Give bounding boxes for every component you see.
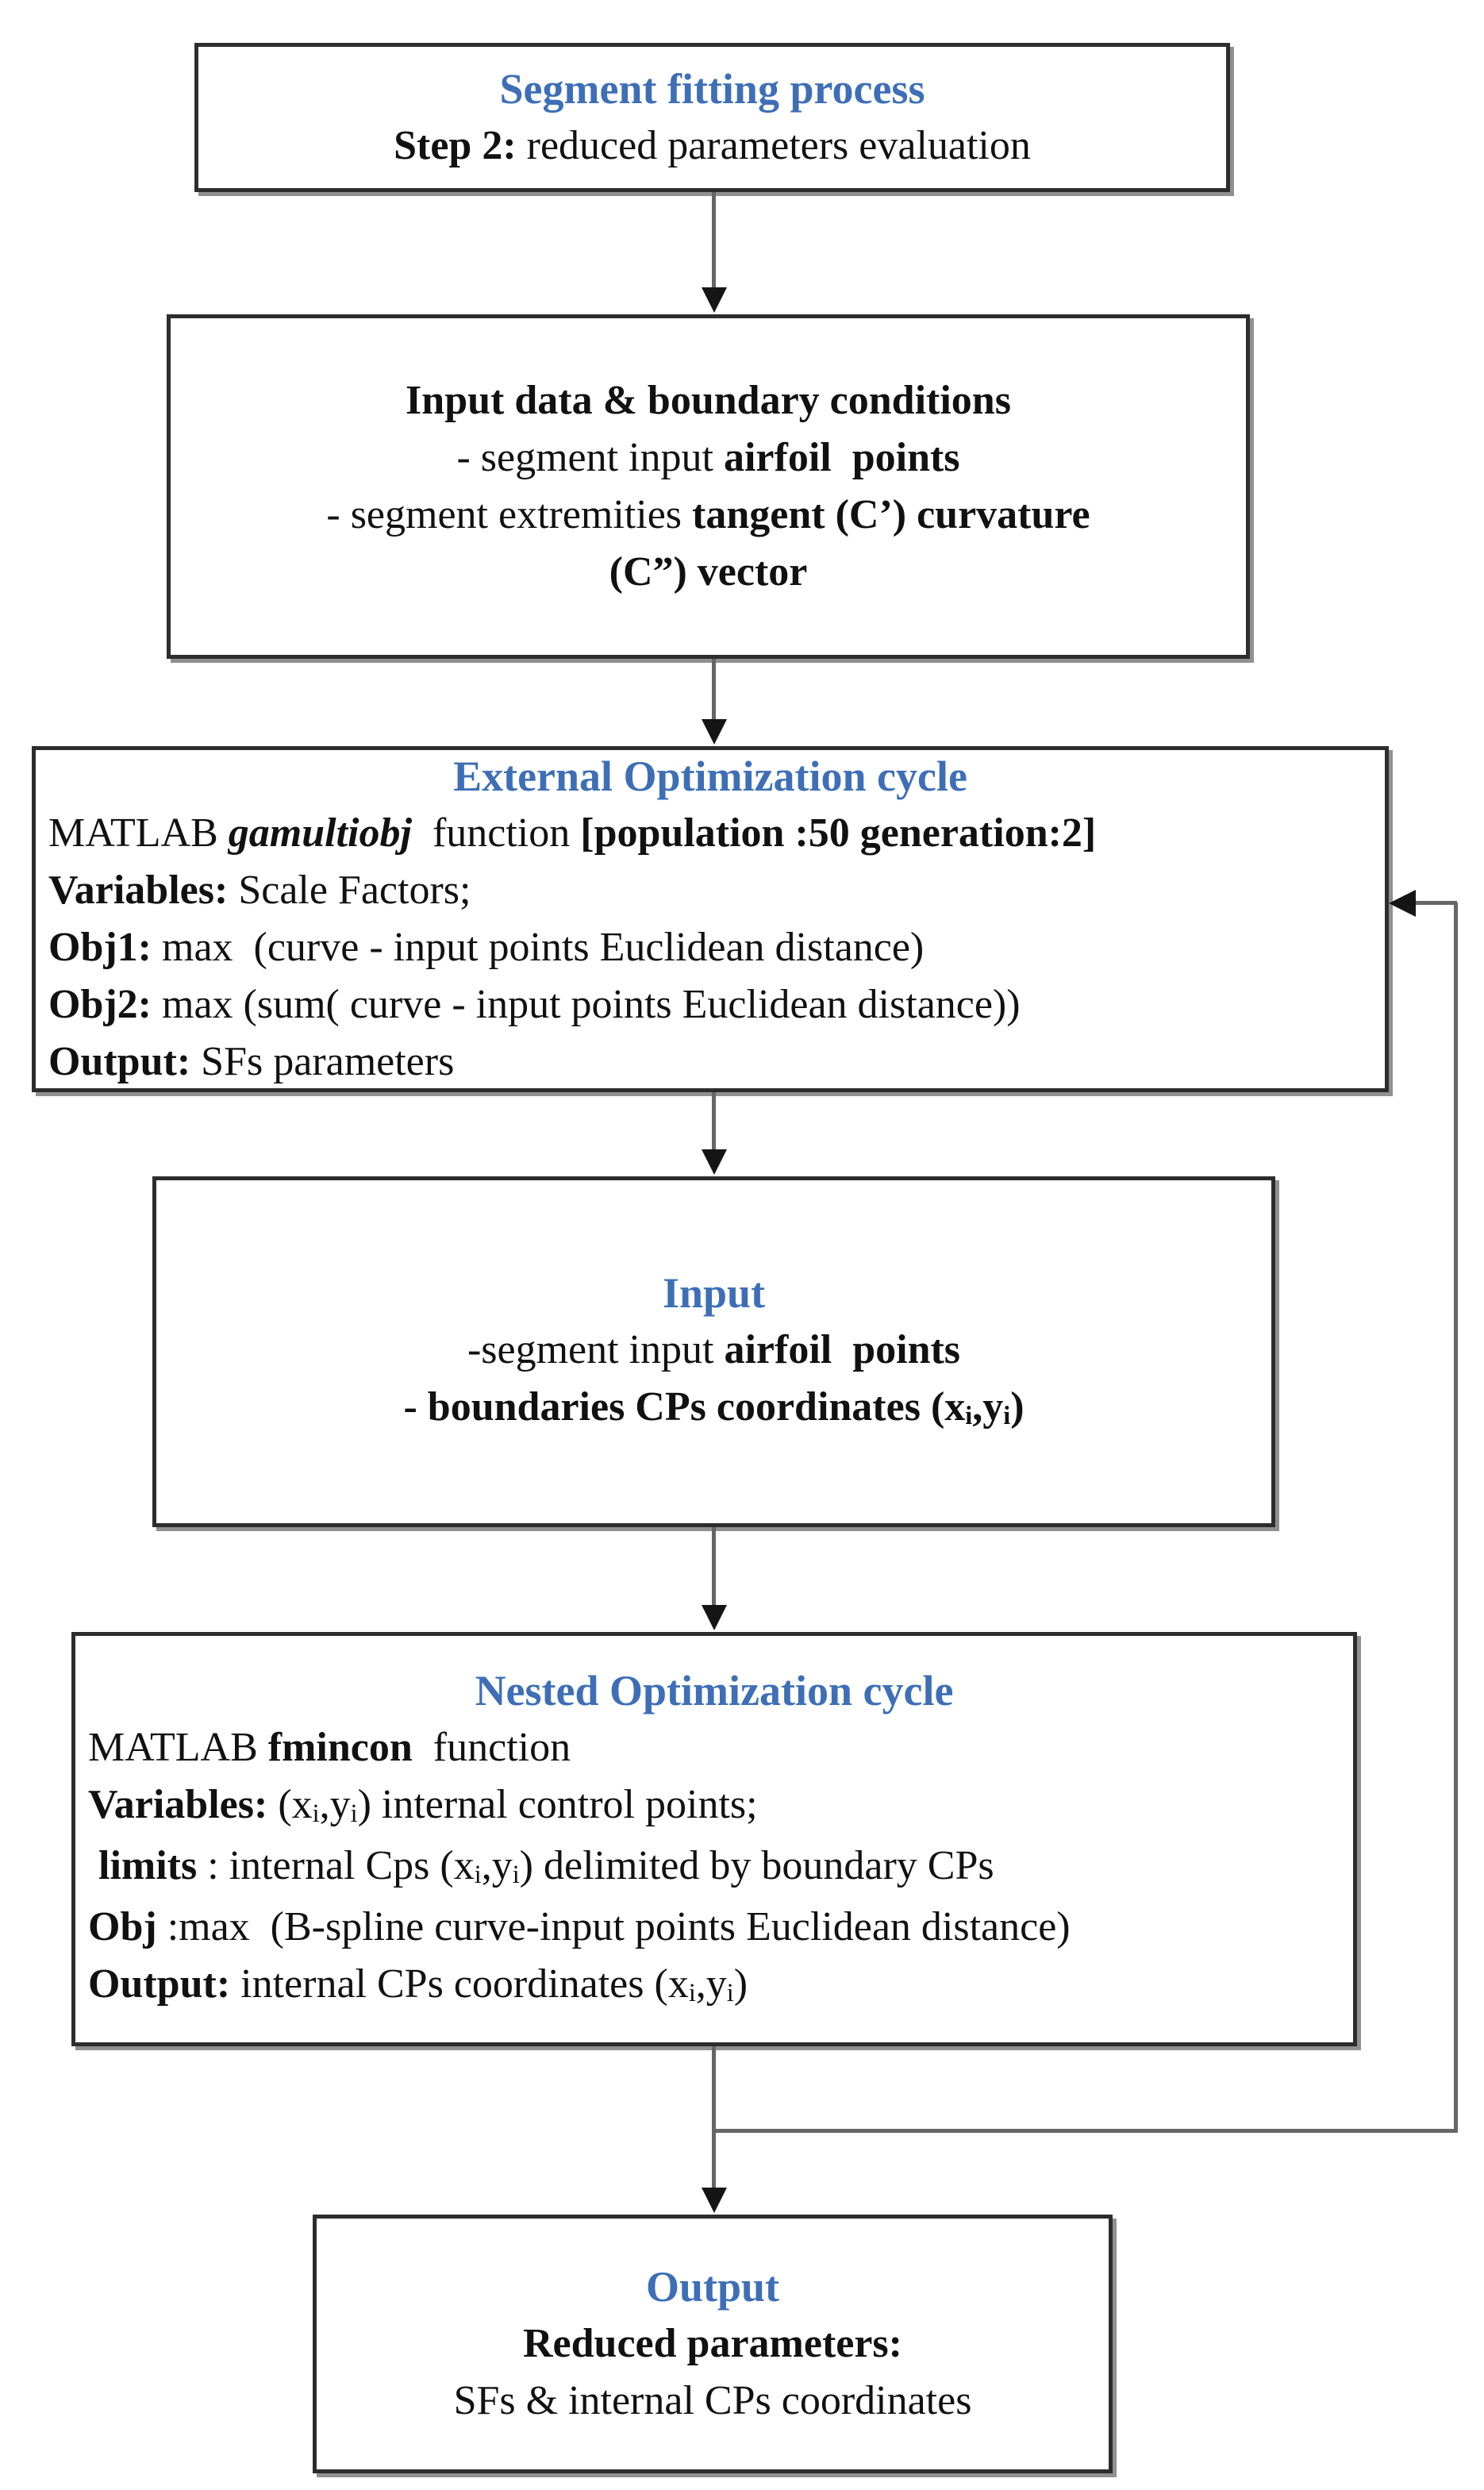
box-input-data-boundary-conditions: Input data & boundary conditions - segme… — [167, 314, 1250, 659]
box-external-cycle-line-4: Obj2: max (sum( curve - input points Euc… — [36, 976, 1385, 1033]
text-segment: ) delimited by boundary CPs — [519, 1842, 994, 1888]
text-segment: i — [350, 1799, 358, 1828]
box-segment-fitting-line-1: Step 2: reduced parameters evaluation — [198, 117, 1226, 175]
text-segment: MATLAB — [48, 810, 229, 856]
text-segment: i — [312, 1799, 320, 1828]
arrowhead-down-icon — [702, 287, 727, 313]
text-segment: ,y — [319, 1781, 351, 1827]
arrowhead-down-icon — [702, 719, 727, 745]
text-segment: SFs & internal CPs coordinates — [453, 2378, 972, 2423]
text-segment: Reduced parameters: — [523, 2321, 902, 2366]
text-segment: reduced parameters evaluation — [516, 123, 1031, 168]
box-inner-input: Input -segment input airfoil points - bo… — [152, 1176, 1275, 1527]
box-input-data-line-1: - segment input airfoil points — [171, 429, 1246, 487]
connector-input-to-nested — [712, 1527, 716, 1607]
box-segment-fitting-process: Segment fitting process Step 2: reduced … — [194, 43, 1230, 192]
box-output-line-2: SFs & internal CPs coordinates — [317, 2373, 1109, 2430]
text-segment: Variables: — [88, 1781, 268, 1827]
connector-inputdata-to-external — [712, 659, 716, 721]
text-segment: tangent (C’) curvature — [692, 492, 1090, 537]
text-segment: [population :50 generation:2] — [580, 810, 1097, 856]
text-segment: gamultiobj — [228, 810, 412, 856]
text-segment: Obj1: — [48, 925, 152, 970]
feedback-loop-top-line — [1416, 901, 1457, 905]
text-segment: max (curve - input points Euclidean dist… — [152, 925, 925, 970]
text-segment: Scale Factors; — [228, 868, 471, 913]
connector-external-to-input — [712, 1092, 716, 1151]
text-segment: -segment input — [467, 1326, 725, 1372]
box-inner-input-line-2: - boundaries CPs coordinates (xi,yi) — [156, 1379, 1271, 1440]
box-external-cycle-line-1: MATLAB gamultiobj function [population :… — [36, 805, 1385, 862]
text-segment: i — [474, 1860, 482, 1889]
connector-step-to-inputdata — [712, 192, 716, 289]
text-segment: (C”) vector — [609, 549, 808, 595]
box-external-cycle-line-3: Obj1: max (curve - input points Euclidea… — [36, 919, 1385, 976]
box-nested-cycle-title: Nested Optimization cycle — [475, 1666, 954, 1715]
text-segment: ,y — [481, 1842, 513, 1888]
box-external-cycle-line-2: Variables: Scale Factors; — [36, 862, 1385, 919]
text-segment: Output: — [88, 1961, 231, 2007]
box-external-cycle-title: External Optimization cycle — [453, 752, 967, 800]
feedback-loop-vertical-line — [1454, 902, 1458, 2133]
text-segment: Obj — [88, 1903, 157, 1949]
box-segment-fitting-title: Segment fitting process — [499, 65, 925, 113]
text-segment: i — [688, 1978, 696, 2007]
box-external-cycle-line-5: Output: SFs parameters — [36, 1033, 1385, 1091]
text-segment: ) internal control points; — [357, 1781, 758, 1827]
text-segment: i — [726, 1978, 734, 2007]
box-output-title: Output — [645, 2263, 780, 2311]
arrowhead-down-icon — [702, 2188, 727, 2213]
text-segment: :max (B-spline curve-input points Euclid… — [156, 1903, 1071, 1949]
text-segment: Obj2: — [48, 982, 152, 1027]
arrowhead-down-icon — [702, 1149, 727, 1175]
text-segment: function — [411, 810, 581, 856]
box-input-data-heading: Input data & boundary conditions — [171, 372, 1246, 429]
text-segment: Input data & boundary conditions — [406, 378, 1011, 423]
box-inner-input-title: Input — [662, 1268, 766, 1317]
text-segment — [88, 1843, 98, 1888]
text-segment: limits — [98, 1842, 198, 1888]
text-segment: Variables: — [48, 868, 229, 913]
box-input-data-line-3: (C”) vector — [171, 544, 1246, 601]
text-segment: ,y — [695, 1961, 727, 2007]
box-input-data-line-2: - segment extremities tangent (C’) curva… — [171, 487, 1246, 544]
text-segment: SFs parameters — [190, 1039, 455, 1084]
box-nested-cycle-line-2: Variables: (xi,yi) internal control poin… — [75, 1776, 1353, 1838]
text-segment: airfoil points — [723, 435, 960, 480]
text-segment: i — [1003, 1401, 1011, 1430]
arrowhead-down-icon — [702, 1605, 727, 1630]
text-segment: - segment extremities — [326, 492, 693, 537]
text-segment: fmincon — [267, 1724, 413, 1770]
text-segment: i — [965, 1401, 973, 1430]
connector-nested-to-output — [712, 2046, 716, 2189]
box-nested-optimization-cycle: Nested Optimization cycle MATLAB fmincon… — [71, 1632, 1357, 2046]
text-segment: function — [412, 1724, 571, 1770]
text-segment: MATLAB — [88, 1724, 268, 1770]
text-segment: ) — [1010, 1384, 1025, 1430]
text-segment: Step 2: — [394, 123, 517, 168]
text-segment: - boundaries CPs coordinates (x — [403, 1384, 966, 1430]
box-inner-input-line-1: -segment input airfoil points — [156, 1322, 1271, 1379]
text-segment: internal CPs coordinates (x — [230, 1961, 689, 2007]
box-nested-cycle-line-5: Output: internal CPs coordinates (xi,yi) — [75, 1956, 1353, 2017]
text-segment: - segment input — [456, 435, 724, 480]
text-segment: : internal Cps (x — [197, 1842, 475, 1888]
box-output: Output Reduced parameters: SFs & interna… — [313, 2215, 1113, 2473]
box-output-line-1: Reduced parameters: — [317, 2315, 1109, 2373]
arrowhead-left-icon — [1389, 890, 1416, 917]
text-segment: Output: — [48, 1039, 191, 1084]
text-segment: airfoil points — [724, 1326, 961, 1372]
box-nested-cycle-line-1: MATLAB fmincon function — [75, 1719, 1353, 1776]
text-segment: ) — [733, 1961, 748, 2007]
feedback-loop-bottom-line — [713, 2129, 1458, 2133]
box-nested-cycle-line-3: limits : internal Cps (xi,yi) delimited … — [75, 1838, 1353, 1899]
text-segment: ,y — [972, 1384, 1004, 1430]
text-segment: (x — [267, 1781, 313, 1827]
text-segment: max (sum( curve - input points Euclidean… — [152, 982, 1021, 1027]
box-nested-cycle-line-4: Obj :max (B-spline curve-input points Eu… — [75, 1899, 1353, 1956]
text-segment: i — [512, 1860, 520, 1889]
box-external-optimization-cycle: External Optimization cycle MATLAB gamul… — [32, 746, 1389, 1092]
